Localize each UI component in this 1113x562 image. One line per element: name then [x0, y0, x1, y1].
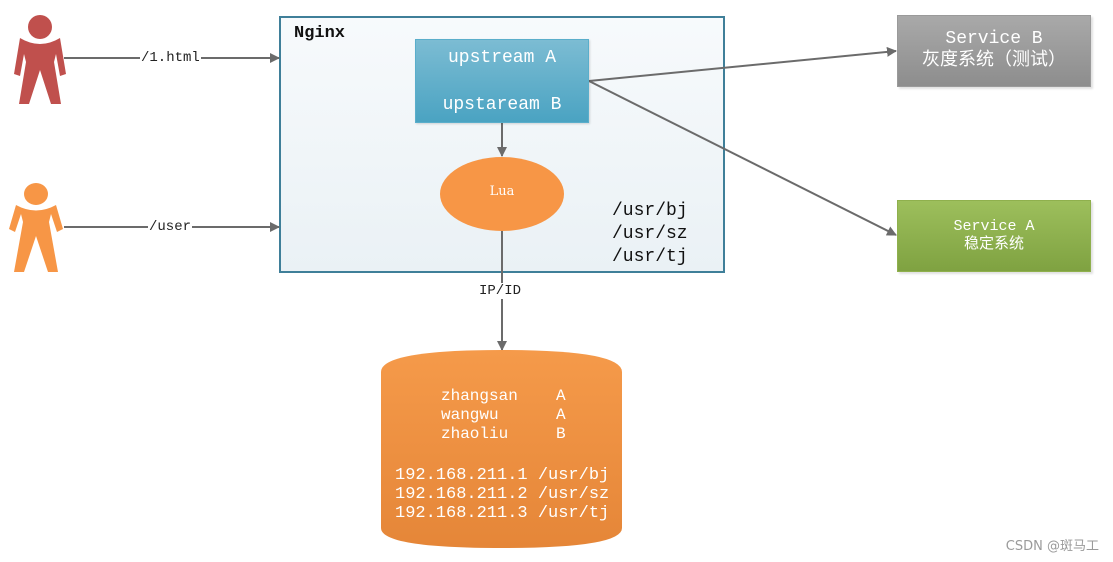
upstream-a-label: upstream A: [447, 48, 557, 68]
db-ip-path: /usr/tj: [537, 504, 610, 523]
service-b-subtitle: 灰度系统（测试）: [922, 49, 1066, 70]
db-user-name: wangwu: [441, 406, 499, 424]
db-ip: 192.168.211.2: [395, 485, 528, 504]
service-b-box: Service B 灰度系统（测试）: [897, 15, 1091, 87]
lua-label: Lua: [489, 184, 515, 199]
service-a-box: Service A 稳定系统: [897, 200, 1091, 272]
db-ip-row: 192.168.211.2 /usr/sz: [395, 485, 609, 504]
path-item: /usr/bj: [612, 201, 688, 221]
edge-upstream-to-service-a: [588, 80, 897, 236]
db-ip-row: 192.168.211.1 /usr/bj: [395, 466, 609, 485]
db-ip: 192.168.211.3: [395, 504, 528, 523]
db-ip-row: 192.168.211.3 /usr/tj: [395, 504, 609, 523]
watermark: CSDN @斑马工: [1005, 539, 1099, 554]
edge-label-user: /user: [148, 219, 193, 235]
db-ip-path: /usr/sz: [537, 485, 610, 504]
service-a-subtitle: 稳定系统: [963, 234, 1024, 252]
nginx-paths: /usr/bj /usr/sz /usr/tj: [612, 200, 688, 269]
path-item: /usr/sz: [612, 224, 688, 244]
path-item: /usr/tj: [612, 247, 688, 267]
db-ip-path: /usr/bj: [537, 466, 610, 485]
db-ips: 192.168.211.1 /usr/bj 192.168.211.2 /usr…: [395, 466, 609, 523]
service-a-title: Service A: [953, 218, 1035, 235]
db-user-group: B: [556, 425, 566, 443]
user-red-icon: [14, 15, 66, 104]
lua-node: [440, 157, 564, 231]
db-user-row: wangwu A: [441, 406, 566, 425]
db-user-name: zhaoliu: [441, 425, 509, 443]
edge-label-html: /1.html: [140, 50, 201, 66]
user-orange-icon: [9, 183, 63, 272]
db-user-row: zhangsan A: [441, 387, 566, 406]
db-ip: 192.168.211.1: [395, 466, 528, 485]
upstream-box: upstream A upstaream B: [415, 39, 589, 123]
upstream-b-label: upstaream B: [442, 95, 562, 115]
edge-label-ip-id: IP/ID: [478, 283, 523, 299]
db-user-group: A: [556, 406, 566, 424]
edge-upstream-to-service-b: [588, 46, 897, 82]
db-user-name: zhangsan: [441, 387, 518, 405]
service-b-title: Service B: [945, 29, 1043, 49]
database-cylinder: [381, 350, 622, 548]
db-user-group: A: [556, 387, 566, 405]
db-user-row: zhaoliu B: [441, 425, 566, 444]
nginx-title: Nginx: [294, 24, 346, 43]
